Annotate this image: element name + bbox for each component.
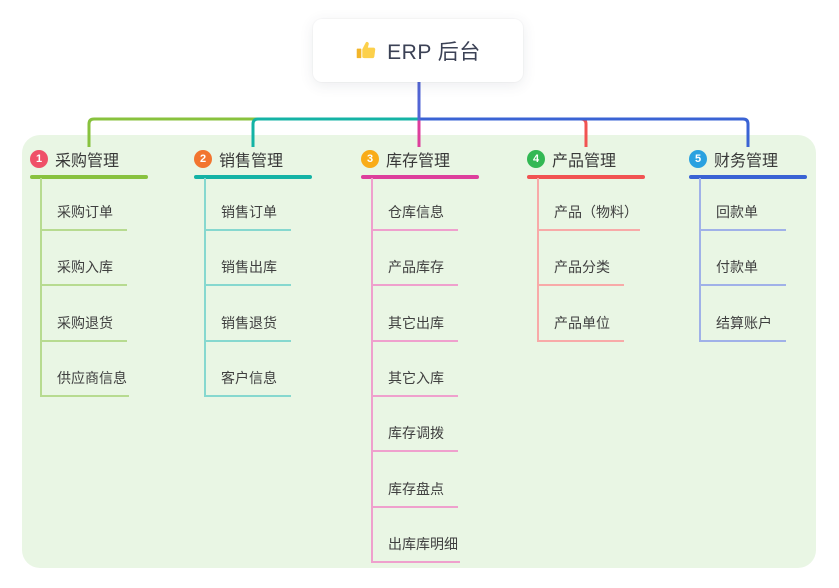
child-label: 其它出库 [388,314,444,331]
branch-label: 库存管理 [386,153,451,170]
child-node[interactable]: 库存盘点 [371,476,458,508]
branch-number-badge: 1 [30,150,48,168]
branch-node-2[interactable]: 2 销售管理 [194,148,283,170]
child-label: 供应商信息 [57,369,127,386]
child-node[interactable]: 产品（物料） [537,199,640,231]
branch-number-badge: 3 [361,150,379,168]
branch-number-badge: 4 [527,150,545,168]
child-node[interactable]: 付款单 [699,254,786,287]
child-label: 库存调拨 [388,425,444,442]
child-label: 销售退货 [221,314,277,331]
branch-number-badge: 5 [689,150,707,168]
child-label: 客户信息 [221,369,277,386]
child-label: 产品（物料） [554,204,638,220]
child-node[interactable]: 产品库存 [371,254,458,287]
root-node[interactable]: ERP 后台 [313,19,523,82]
branch-node-4[interactable]: 4 产品管理 [527,148,616,170]
branch-underline [361,175,479,179]
thumbs-up-icon [355,39,378,62]
branch-children-line [204,178,206,397]
child-label: 结算账户 [716,314,772,331]
child-label: 销售出库 [221,259,277,276]
child-node[interactable]: 出库库明细 [371,531,460,563]
branch-underline [30,175,148,179]
child-label: 出库库明细 [388,535,458,552]
child-node[interactable]: 其它出库 [371,310,458,342]
child-node[interactable]: 回款单 [699,199,786,231]
child-label: 库存盘点 [388,480,444,497]
child-node[interactable]: 产品分类 [537,254,624,287]
mindmap-panel [22,135,816,568]
branch-underline [689,175,807,179]
child-node[interactable]: 销售订单 [204,199,291,231]
branch-label: 销售管理 [219,153,284,170]
root-label: ERP 后台 [387,40,481,64]
branch-node-5[interactable]: 5 财务管理 [689,148,778,170]
branch-node-3[interactable]: 3 库存管理 [361,148,450,170]
child-label: 采购退货 [57,314,113,331]
branch-children-line [537,178,539,342]
child-label: 产品库存 [388,259,444,276]
branch-label: 采购管理 [55,153,120,170]
branch-children-line [699,178,701,342]
child-node[interactable]: 采购退货 [40,310,127,342]
child-node[interactable]: 其它入库 [371,365,458,397]
child-label: 销售订单 [221,204,277,220]
child-label: 付款单 [716,259,758,276]
branch-underline [194,175,312,179]
child-node[interactable]: 结算账户 [699,310,786,342]
branch-node-1[interactable]: 1 采购管理 [30,148,119,170]
child-node[interactable]: 采购入库 [40,254,127,287]
child-node[interactable]: 库存调拨 [371,420,458,453]
child-label: 其它入库 [388,369,444,386]
child-node[interactable]: 产品单位 [537,310,624,342]
child-label: 采购入库 [57,259,113,276]
child-label: 产品分类 [554,259,610,276]
child-node[interactable]: 供应商信息 [40,365,129,397]
child-node[interactable]: 客户信息 [204,365,291,397]
child-node[interactable]: 销售出库 [204,254,291,287]
child-node[interactable]: 仓库信息 [371,199,458,231]
branch-label: 产品管理 [552,153,617,170]
child-label: 仓库信息 [388,204,444,220]
child-label: 产品单位 [554,314,610,331]
branch-children-line [371,178,373,563]
child-node[interactable]: 销售退货 [204,310,291,342]
branch-underline [527,175,645,179]
child-node[interactable]: 采购订单 [40,199,127,231]
branch-label: 财务管理 [714,153,779,170]
child-label: 采购订单 [57,204,113,220]
branch-children-line [40,178,42,397]
branch-number-badge: 2 [194,150,212,168]
child-label: 回款单 [716,204,758,220]
